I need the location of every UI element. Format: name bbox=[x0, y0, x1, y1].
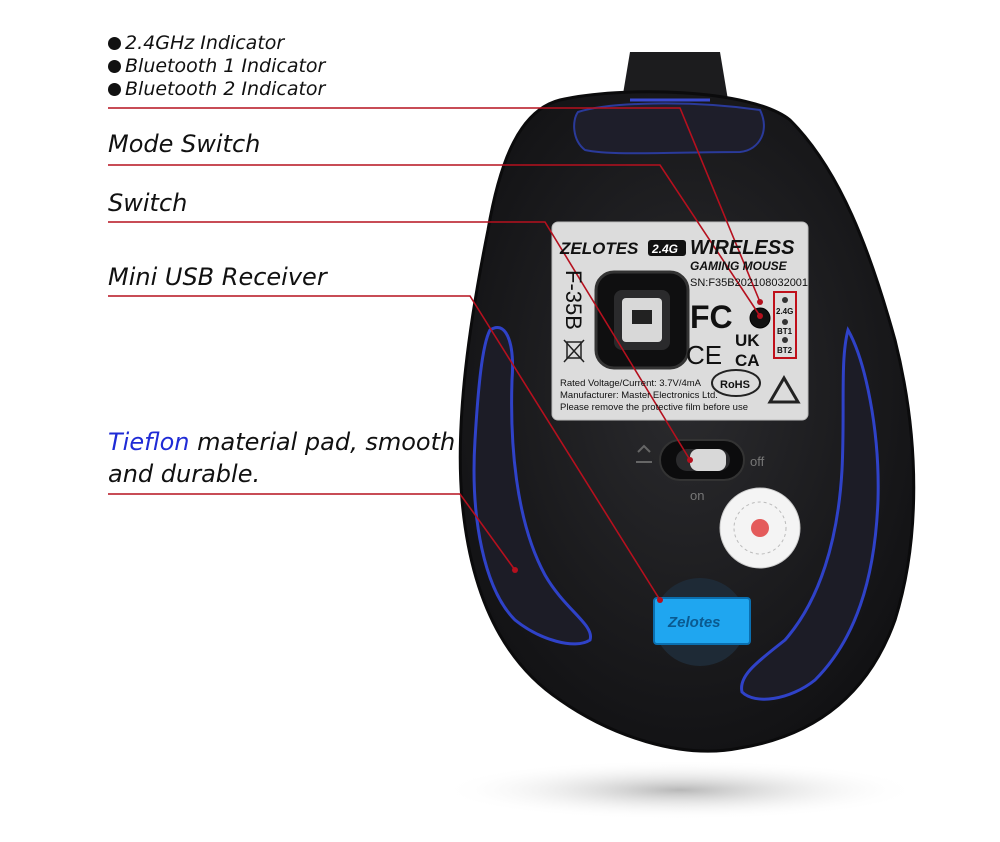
callout-switch: Switch bbox=[108, 189, 188, 217]
led-24g-dot bbox=[782, 297, 788, 303]
led-bt2-dot bbox=[782, 337, 788, 343]
ukca-bottom: CA bbox=[735, 351, 760, 370]
recycle-icon bbox=[767, 375, 801, 404]
top-ridge bbox=[622, 52, 728, 100]
switch-on-label: on bbox=[690, 488, 704, 503]
mini-usb-receiver bbox=[653, 597, 751, 645]
rohs-oval bbox=[711, 369, 761, 397]
callout-mode-switch: Mode Switch bbox=[108, 130, 261, 158]
film-note-text: Please remove the protective film before… bbox=[560, 402, 748, 413]
model-text: F-35B bbox=[561, 270, 586, 330]
fc-mark: FC bbox=[690, 299, 733, 335]
bullet-icon bbox=[108, 83, 121, 96]
right-feet-pad bbox=[740, 326, 880, 701]
callout-pad-line2: and durable. bbox=[108, 460, 261, 488]
callout-pad-highlight: Tieflon bbox=[108, 428, 190, 456]
top-feet-pad bbox=[573, 102, 765, 155]
leader-switch bbox=[108, 221, 691, 461]
bulb-icon bbox=[636, 444, 652, 463]
weee-bin-icon bbox=[566, 341, 582, 359]
led-bt1-dot bbox=[782, 319, 788, 325]
sensor-chip-core bbox=[632, 310, 652, 324]
switch-off-label: off bbox=[750, 454, 765, 469]
ukca-top: UK bbox=[735, 331, 760, 350]
leader-endpoints bbox=[512, 299, 763, 603]
receiver-logo: Zelotes bbox=[667, 614, 721, 631]
gaming-mouse-text: GAMING MOUSE bbox=[690, 259, 788, 273]
ce-mark: CE bbox=[686, 340, 722, 370]
manufacturer-text: Manufacturer: Master Electronics Ltd. bbox=[560, 390, 718, 401]
led-indicator-box bbox=[773, 291, 797, 359]
floor-shadow bbox=[440, 760, 920, 820]
leader-pad bbox=[108, 493, 516, 571]
indicator-item-bt2: Bluetooth 2 Indicator bbox=[108, 78, 325, 100]
led-24g-label: 2.4G bbox=[776, 307, 793, 316]
brand-logo: ZELOTES bbox=[559, 239, 639, 258]
callout-pad-line1: Tieflon material pad, smooth bbox=[108, 428, 456, 456]
led-bt2-label: BT2 bbox=[777, 346, 793, 355]
indicator-item-bt1: Bluetooth 1 Indicator bbox=[108, 55, 325, 77]
leader-indicators bbox=[108, 107, 761, 303]
led-bt1-label: BT1 bbox=[777, 327, 793, 336]
indicator-item-24g: 2.4GHz Indicator bbox=[108, 32, 284, 54]
badge-24g: 2.4G bbox=[651, 242, 678, 256]
callout-mini-usb-receiver: Mini USB Receiver bbox=[108, 263, 327, 291]
serial-text: SN:F35B202108032001 bbox=[690, 277, 808, 289]
leader-lines bbox=[108, 107, 761, 601]
leader-mode-switch bbox=[108, 164, 761, 317]
rated-text: Rated Voltage/Current: 3.7V/4mA bbox=[560, 378, 702, 389]
leader-receiver bbox=[108, 295, 661, 601]
power-switch-knob bbox=[690, 449, 726, 471]
rohs-text: RoHS bbox=[720, 379, 750, 391]
wireless-text: WIRELESS bbox=[690, 237, 795, 259]
bullet-icon bbox=[108, 60, 121, 73]
left-feet-pad bbox=[472, 326, 592, 646]
bullet-icon bbox=[108, 37, 121, 50]
